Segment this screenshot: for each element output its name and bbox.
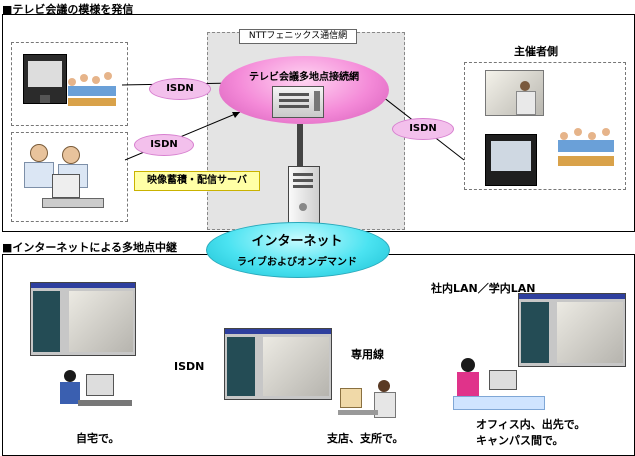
mcu-device-icon xyxy=(272,86,324,118)
isdn-bubble-left-bottom: ISDN xyxy=(134,134,194,156)
internet-title: インターネット xyxy=(251,234,343,249)
isdn-bubble-left-top: ISDN xyxy=(149,78,211,100)
organizer-audience-illustration xyxy=(556,126,616,176)
office-user-illustration xyxy=(453,356,545,412)
server-label: 映像蓄積・配信サーバ xyxy=(134,171,260,191)
office-caption-line1: オフィス内、出先で。 xyxy=(476,418,586,431)
section-title-multipoint: ■インターネットによる多地点中継 xyxy=(2,241,178,254)
office-viewer-screen xyxy=(518,293,626,367)
home-viewer-screen xyxy=(30,282,136,356)
tv-monitor-icon xyxy=(23,54,67,104)
office-caption-line2: キャンパス間で。 xyxy=(476,434,564,447)
dedicated-line-label: 専用線 xyxy=(351,348,384,361)
internet-ellipse xyxy=(206,222,390,278)
organizer-tv-monitor-icon xyxy=(485,134,537,186)
organizer-label: 主催者側 xyxy=(514,45,558,58)
home-user-illustration xyxy=(58,368,134,418)
home-caption: 自宅で。 xyxy=(76,432,120,445)
lecturer-photo xyxy=(485,70,544,116)
server-tower-icon xyxy=(288,166,320,224)
lan-label: 社内LAN／学内LAN xyxy=(431,282,536,295)
isdn-bubble-right: ISDN xyxy=(392,118,454,140)
internet-subtitle: ライブおよびオンデマンド xyxy=(237,257,357,268)
branch-user-illustration xyxy=(338,378,410,426)
branch-viewer-screen xyxy=(224,328,332,400)
isdn-label: ISDN xyxy=(174,360,205,373)
branch-caption: 支店、支所で。 xyxy=(327,432,404,445)
mcu-network-label: テレビ会議多地点接続網 xyxy=(249,72,359,83)
audience-illustration xyxy=(68,70,118,110)
phoenix-network-label: NTTフェニックス通信網 xyxy=(239,29,357,44)
section-title-broadcast: ■テレビ会議の模様を発信 xyxy=(2,3,134,16)
pc-users-illustration xyxy=(22,142,118,214)
